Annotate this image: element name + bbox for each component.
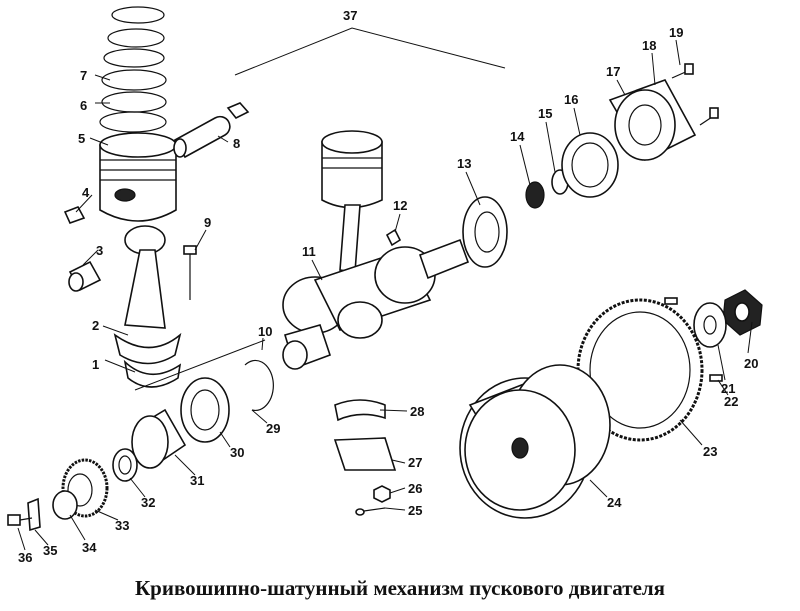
label-6: 6 [80, 98, 87, 113]
label-19: 19 [669, 25, 683, 40]
label-14: 14 [510, 129, 525, 144]
piston-pin [173, 115, 231, 159]
bushing-31 [131, 408, 187, 469]
piston-assembly [321, 130, 383, 273]
label-35: 35 [43, 543, 57, 558]
pin-circlip [226, 102, 250, 120]
plate-34 [52, 490, 78, 520]
label-10: 10 [258, 324, 272, 339]
label-2: 2 [92, 318, 99, 333]
nut-26 [373, 485, 391, 503]
leader-lines [17, 39, 753, 551]
pin-22 [664, 297, 723, 382]
piston-rings [99, 6, 167, 133]
label-25: 25 [408, 503, 422, 518]
label-13: 13 [457, 156, 471, 171]
label-11: 11 [302, 244, 316, 259]
bearing-shell-28 [334, 399, 386, 422]
label-7: 7 [80, 68, 87, 83]
nut-20 [722, 289, 763, 336]
label-32: 32 [141, 495, 155, 510]
label-1: 1 [92, 357, 99, 372]
label-5: 5 [78, 131, 85, 146]
connecting-rod [113, 225, 182, 365]
label-37: 37 [343, 8, 357, 23]
flywheel [459, 364, 611, 519]
ring-gear [576, 298, 704, 442]
crankshaft [282, 238, 470, 370]
label-22: 22 [724, 394, 738, 409]
rod-cap-27 [333, 437, 397, 471]
lock-plate-35 [27, 497, 41, 532]
label-12: 12 [393, 198, 407, 213]
label-23: 23 [703, 444, 717, 459]
label-26: 26 [408, 481, 422, 496]
bolt-36 [7, 514, 33, 526]
label-24: 24 [607, 495, 622, 510]
label-3: 3 [96, 243, 103, 258]
label-17: 17 [606, 64, 620, 79]
label-9: 9 [204, 215, 211, 230]
washer-21 [693, 302, 727, 348]
lock-ring [63, 206, 86, 225]
piston [99, 132, 177, 222]
bearing-13 [462, 196, 508, 268]
bearing-30 [180, 377, 230, 443]
rod-cap [123, 359, 182, 388]
cotter-pin-25 [355, 507, 386, 516]
label-21: 21 [721, 381, 735, 396]
bearing-cover [608, 79, 697, 162]
part-labels: 1 2 3 4 5 6 7 8 9 10 11 12 13 14 15 16 1… [18, 8, 758, 565]
label-16: 16 [564, 92, 578, 107]
ring-32 [112, 448, 138, 482]
gasket [561, 132, 619, 198]
key [385, 228, 402, 247]
label-8: 8 [233, 136, 240, 151]
label-4: 4 [82, 185, 90, 200]
nut-14 [525, 181, 545, 209]
label-33: 33 [115, 518, 129, 533]
label-31: 31 [190, 473, 204, 488]
label-30: 30 [230, 445, 244, 460]
group-bracket-37 [234, 27, 506, 76]
label-20: 20 [744, 356, 758, 371]
label-27: 27 [408, 455, 422, 470]
label-15: 15 [538, 106, 552, 121]
label-36: 36 [18, 550, 32, 565]
bushing [68, 260, 102, 292]
label-29: 29 [266, 421, 280, 436]
rod-bolt [183, 245, 197, 300]
label-28: 28 [410, 404, 424, 419]
circlip-29 [244, 359, 274, 412]
label-18: 18 [642, 38, 656, 53]
cover-bolts [671, 63, 719, 126]
label-34: 34 [82, 540, 97, 555]
diagram-caption: Кривошипно-шатунный механизм пускового д… [134, 576, 666, 600]
